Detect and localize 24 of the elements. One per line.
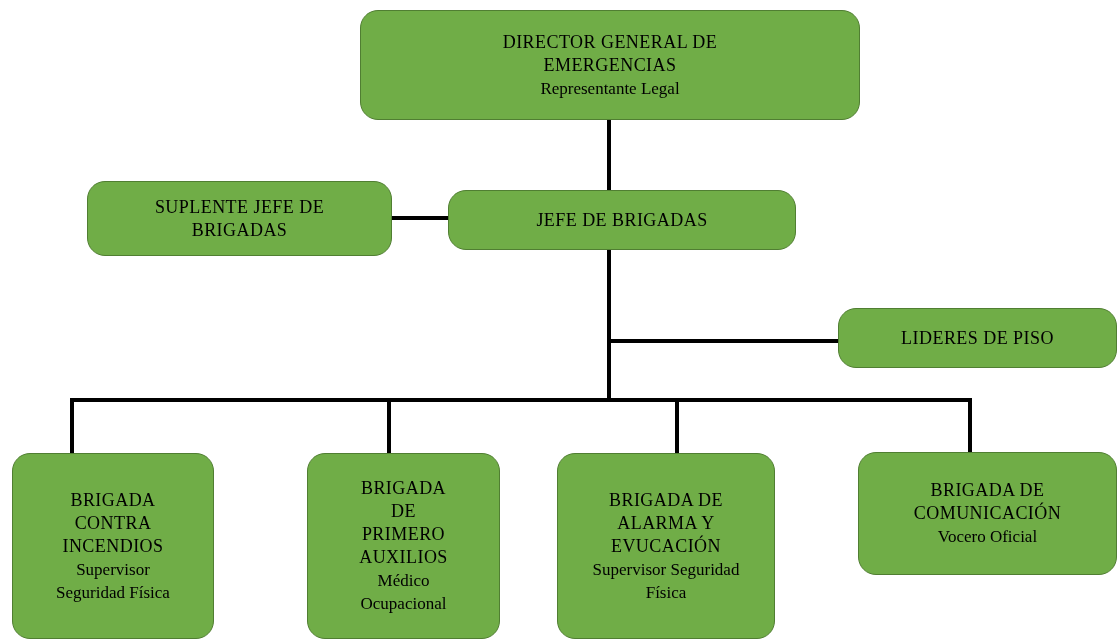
role-title: BRIGADA DE ALARMA Y EVUCACIÓN: [608, 488, 724, 558]
role-box: [448, 190, 796, 250]
role-title: BRIGADA CONTRA INCENDIOS: [61, 488, 165, 558]
role-title: JEFE DE BRIGADAS: [536, 208, 708, 232]
connector-line: [607, 250, 972, 452]
role-title: LIDERES DE PISO: [901, 326, 1054, 350]
role-box: [858, 452, 1117, 575]
role-box: [12, 453, 214, 639]
connector-line: [607, 120, 611, 190]
role-title: BRIGADA DE COMUNICACIÓN: [912, 479, 1063, 525]
role-box: [87, 181, 392, 256]
role-box: [360, 10, 860, 120]
role-box: [838, 308, 1117, 368]
role-subtitle: Médico Ocupacional: [359, 570, 448, 615]
role-subtitle: Vocero Oficial: [937, 526, 1038, 548]
role-box: [307, 453, 500, 639]
role-subtitle: Supervisor Seguridad Física: [591, 558, 741, 604]
role-box: [557, 453, 775, 639]
role-subtitle: Representante Legal: [540, 77, 680, 100]
role-title: DIRECTOR GENERAL DE EMERGENCIAS: [501, 30, 719, 77]
connector-line: [392, 216, 448, 220]
role-subtitle: Supervisor Seguridad Física: [55, 558, 171, 604]
role-title: BRIGADA DE PRIMERO AUXILIOS: [358, 477, 449, 569]
role-title: SUPLENTE JEFE DE BRIGADAS: [153, 195, 326, 242]
